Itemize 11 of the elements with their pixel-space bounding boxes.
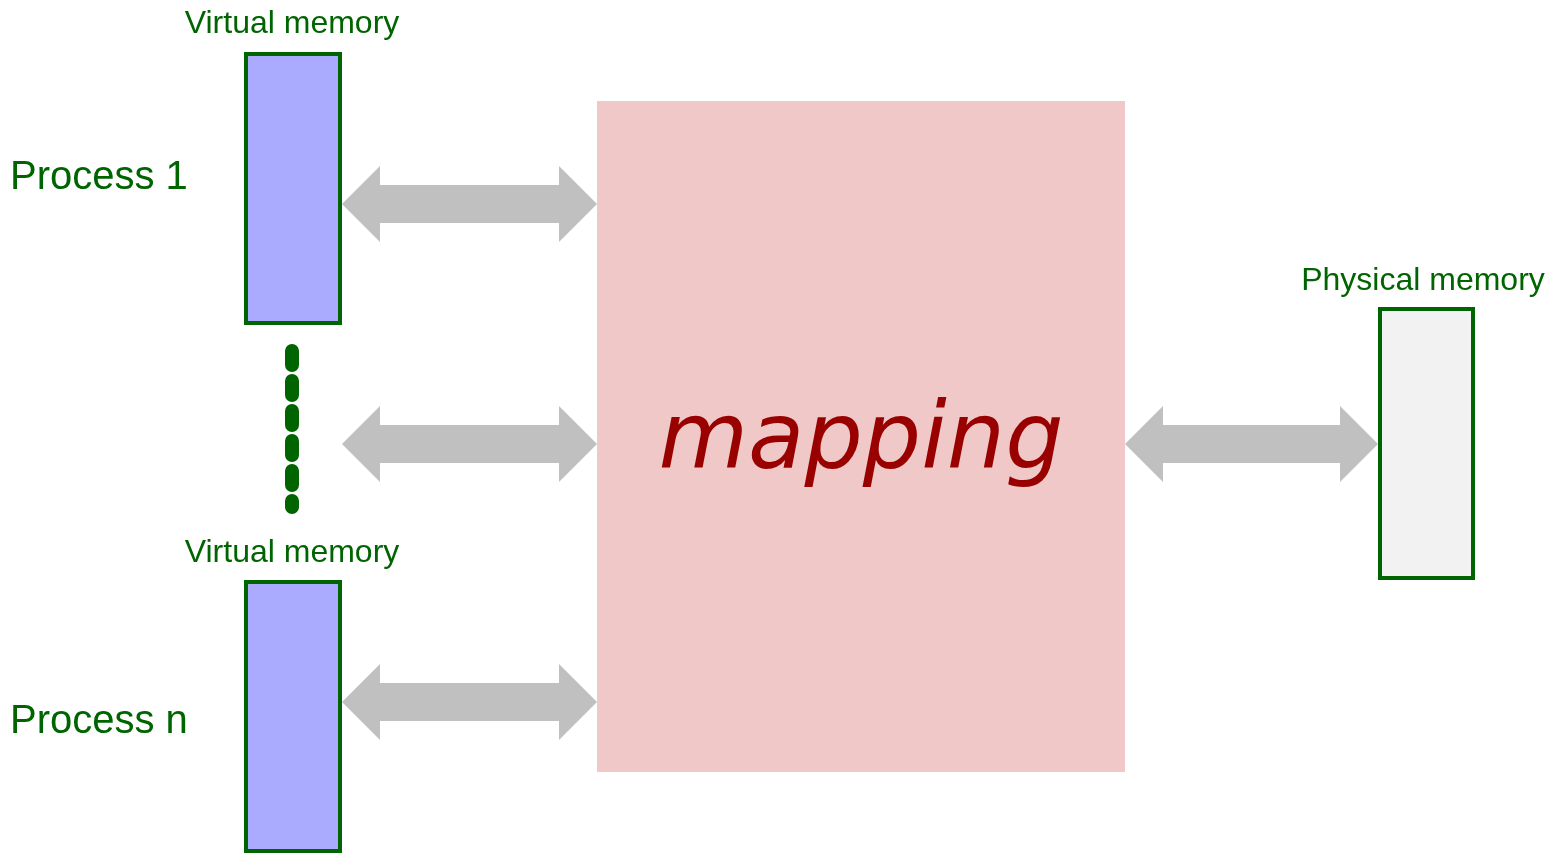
- memory-heading: Physical memory: [1301, 261, 1545, 297]
- double-arrow: [342, 664, 597, 740]
- mapping-box: [597, 101, 1125, 772]
- process-label: Process n: [10, 696, 188, 742]
- double-arrow: [1125, 406, 1378, 482]
- double-arrow: [342, 166, 597, 242]
- process-label: Process 1: [10, 152, 188, 198]
- memory-heading: Virtual memory: [184, 533, 400, 569]
- mapping-label: mapping: [658, 383, 1064, 490]
- double-arrow: [342, 406, 597, 482]
- memory-heading: Virtual memory: [184, 4, 400, 40]
